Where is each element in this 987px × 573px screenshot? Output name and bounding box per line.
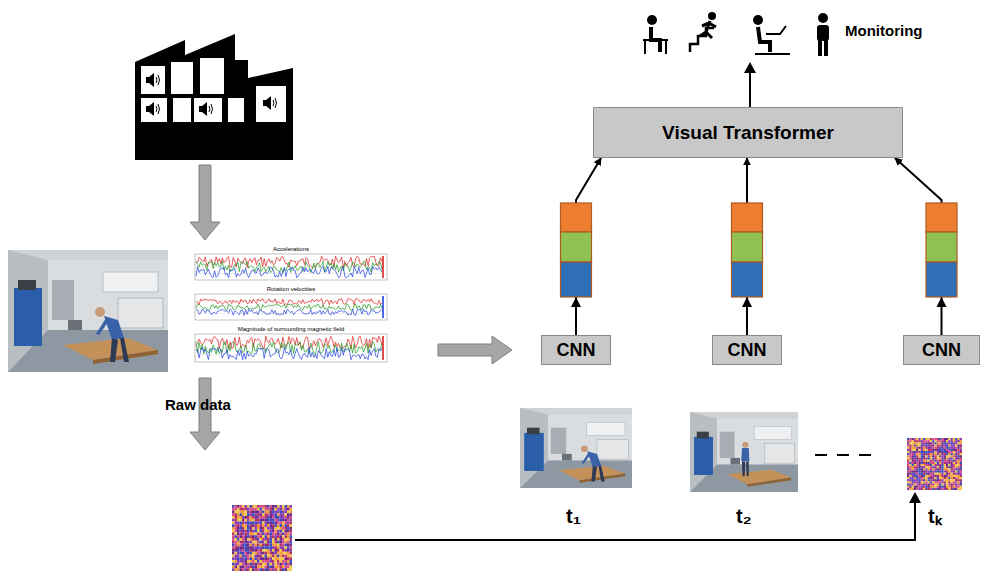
sensor-charts xyxy=(195,254,387,362)
feed-line xyxy=(295,500,915,540)
output-arrow xyxy=(749,70,751,107)
speaker-icons xyxy=(146,73,277,116)
time-label: t₁ xyxy=(566,505,581,527)
transformer-box: Visual Transformer xyxy=(593,107,903,158)
token-stack xyxy=(926,203,957,297)
box-label: CNN xyxy=(557,340,596,361)
cnn-box: CNN xyxy=(541,335,611,365)
building-windows xyxy=(141,58,286,122)
arrowhead xyxy=(909,492,921,503)
time-label: tₖ xyxy=(928,505,942,527)
person-figure xyxy=(581,445,605,481)
flow-arrow xyxy=(438,336,512,364)
camera-frame xyxy=(690,412,798,492)
person-figure xyxy=(95,307,129,362)
arrowhead xyxy=(937,297,947,307)
token-stack xyxy=(732,203,763,297)
time-label: t₂ xyxy=(736,505,752,527)
chart-title: Accelerations xyxy=(273,246,309,253)
stairs-icon xyxy=(690,12,716,52)
caption-label: Monitoring xyxy=(845,23,922,40)
chart-title: Magnitude of surrounding magnetic field xyxy=(238,326,345,333)
recurrence-plot xyxy=(907,438,962,490)
flow-arrow xyxy=(190,165,220,240)
token-stack xyxy=(561,203,592,297)
box-label: CNN xyxy=(728,340,767,361)
ellipsis-dashes xyxy=(815,454,871,456)
sensor-chart-ground xyxy=(190,245,392,372)
recurrence-plot xyxy=(232,505,292,571)
flow-arrow xyxy=(190,378,220,450)
box-label: Visual Transformer xyxy=(662,122,834,144)
standing-icon xyxy=(817,13,829,56)
person-figure xyxy=(741,442,749,476)
chart-title: Rotation velocities xyxy=(267,286,316,293)
arrowhead xyxy=(742,297,752,307)
cnn-box: CNN xyxy=(712,335,782,365)
camera-frame xyxy=(520,408,632,488)
arrowhead xyxy=(744,62,756,73)
caption-label: Raw data xyxy=(165,397,231,414)
sitting-icon xyxy=(643,15,668,54)
camera-frame xyxy=(8,250,168,372)
activity-icons xyxy=(643,12,829,56)
box-label: CNN xyxy=(922,340,961,361)
arrowhead xyxy=(571,297,581,307)
cnn-box: CNN xyxy=(903,335,980,365)
laptop-icon xyxy=(753,15,790,54)
building-icon xyxy=(135,34,293,160)
